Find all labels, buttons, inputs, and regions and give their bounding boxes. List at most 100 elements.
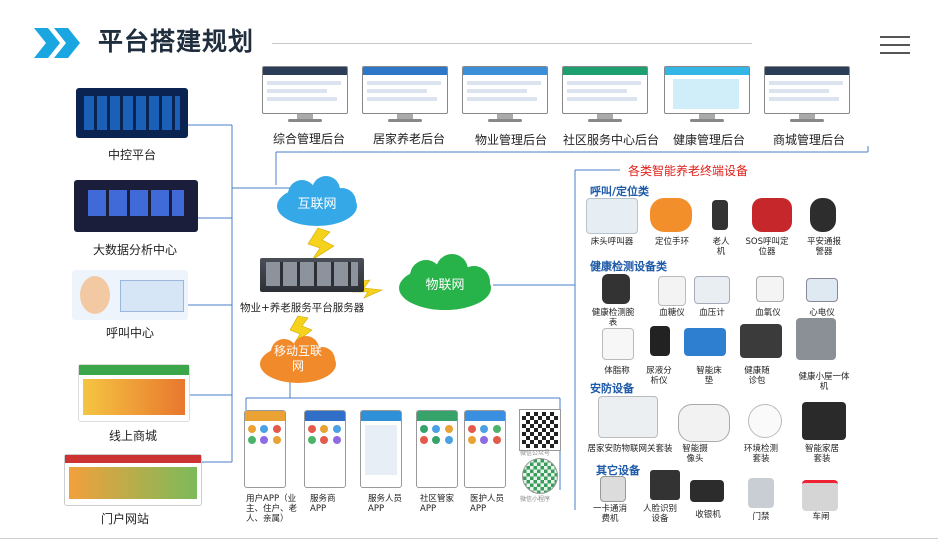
left-label-portal: 门户网站 <box>100 512 149 526</box>
section-call-location: 呼叫/定位类 <box>590 185 650 198</box>
health-watch-image <box>602 274 630 304</box>
footer-divider <box>0 538 938 539</box>
device-label: 血压计 <box>699 308 725 318</box>
left-label-bigdata: 大数据分析中心 <box>92 243 177 257</box>
elder-phone-image <box>712 200 728 230</box>
medical-staff-app-phone <box>464 410 506 488</box>
qr-label-official: 微信公众号 <box>520 450 551 457</box>
smart-mattress-image <box>684 328 726 356</box>
health-kit-image <box>740 324 782 358</box>
community-steward-app-phone <box>416 410 458 488</box>
left-label-mall: 线上商城 <box>108 429 157 443</box>
device-label: 居家安防物联网关套装 <box>587 444 673 454</box>
backend-monitor-community <box>562 66 648 124</box>
card-machine-image <box>600 476 626 502</box>
app-label-provider: 服务商APP <box>310 494 336 514</box>
left-label-control: 中控平台 <box>107 148 156 162</box>
brand-chevron-icon <box>34 28 88 58</box>
backend-label-comprehensive: 综合管理后台 <box>272 132 345 146</box>
backend-label-home-care: 居家养老后台 <box>372 132 445 146</box>
app-label-user: 用户APP（业主、住户、老人、亲属） <box>246 494 298 524</box>
device-label: 车闸 <box>812 512 830 522</box>
location-bracelet-image <box>650 198 692 232</box>
face-recognition-image <box>650 470 680 500</box>
user-app-phone <box>244 410 286 488</box>
internet-cloud-label: 互联网 <box>297 197 337 212</box>
backend-label-health: 健康管理后台 <box>672 133 745 147</box>
backend-monitor-property <box>462 66 548 124</box>
cash-register-image <box>690 480 724 502</box>
mobile-internet-cloud-label: 移动互联网 <box>274 344 323 373</box>
parking-barrier-image <box>802 480 838 511</box>
smart-home-image <box>802 402 846 440</box>
device-label: 血糖仪 <box>659 308 685 318</box>
section-other: 其它设备 <box>596 464 640 477</box>
oximeter-image <box>756 276 784 302</box>
wechat-mini-program-qr-code <box>522 458 558 494</box>
device-label: 智能摄像头 <box>682 444 708 464</box>
online-mall-image <box>78 364 190 422</box>
ecg-device-image <box>806 278 838 302</box>
bigdata-center-image <box>74 180 198 232</box>
app-label-steward: 社区管家APP <box>420 494 455 514</box>
smart-camera-image <box>678 404 730 442</box>
server-rack-image <box>260 258 364 292</box>
device-label: 床头呼叫器 <box>590 237 634 247</box>
mobile-internet-cloud: 移动互联网 <box>256 336 340 384</box>
device-label: 健康随诊包 <box>744 366 770 386</box>
device-label: 一卡通消费机 <box>592 504 627 524</box>
device-label: 人脸识别设备 <box>642 504 677 524</box>
backend-monitor-mall <box>764 66 850 124</box>
device-label: SOS呼叫定位器 <box>745 237 789 257</box>
backend-monitor-home-care <box>362 66 448 124</box>
device-label: 尿液分析仪 <box>646 366 672 386</box>
server-label: 物业+养老服务平台服务器 <box>240 302 365 314</box>
device-label: 收银机 <box>695 510 721 520</box>
title-divider <box>272 43 752 44</box>
blood-pressure-image <box>694 276 730 304</box>
security-gateway-image <box>598 396 658 438</box>
device-label: 门禁 <box>752 512 770 522</box>
control-platform-image <box>76 88 188 138</box>
app-label-medical: 医护人员APP <box>470 494 505 514</box>
menu-icon[interactable] <box>880 36 910 56</box>
safety-alarm-image <box>810 198 836 232</box>
body-fat-scale-image <box>602 328 634 360</box>
device-label: 智能家居套装 <box>804 444 839 464</box>
device-label: 平安通报警器 <box>806 237 841 257</box>
health-kiosk-image <box>796 318 836 360</box>
backend-monitor-health <box>664 66 750 124</box>
device-label: 血氧仪 <box>755 308 781 318</box>
backend-label-mall: 商城管理后台 <box>772 133 845 147</box>
devices-title: 各类智能养老终端设备 <box>628 164 749 178</box>
device-label: 定位手环 <box>654 237 689 247</box>
access-gate-image <box>748 478 774 508</box>
device-label: 智能床垫 <box>696 366 722 386</box>
device-label: 健康小屋一体机 <box>798 372 850 392</box>
sos-locator-image <box>752 198 792 232</box>
left-label-call: 呼叫中心 <box>105 326 154 340</box>
glucose-meter-image <box>658 276 686 306</box>
section-health: 健康检测设备类 <box>590 260 667 273</box>
env-sensor-image <box>748 404 782 438</box>
backend-label-property: 物业管理后台 <box>474 133 547 147</box>
call-center-image <box>72 270 188 320</box>
internet-cloud: 互联网 <box>272 176 362 228</box>
service-provider-app-phone <box>304 410 346 488</box>
qr-label-mini: 微信小程序 <box>520 496 551 503</box>
page-title: 平台搭建规划 <box>98 27 255 56</box>
device-label: 体脂称 <box>604 366 630 376</box>
device-label: 老人机 <box>712 237 730 257</box>
backend-monitor-comprehensive <box>262 66 348 124</box>
wechat-official-qr-code <box>519 409 561 451</box>
iot-cloud-label: 物联网 <box>425 278 465 293</box>
device-label: 健康检测腕表 <box>591 308 635 328</box>
portal-website-image <box>64 454 202 506</box>
backend-label-community: 社区服务中心后台 <box>562 133 659 147</box>
bedside-caller-image <box>586 198 638 234</box>
device-label: 环境检测套装 <box>743 444 778 464</box>
iot-cloud: 物联网 <box>394 254 496 312</box>
staff-app-phone <box>360 410 402 488</box>
device-label: 心电仪 <box>809 308 835 318</box>
